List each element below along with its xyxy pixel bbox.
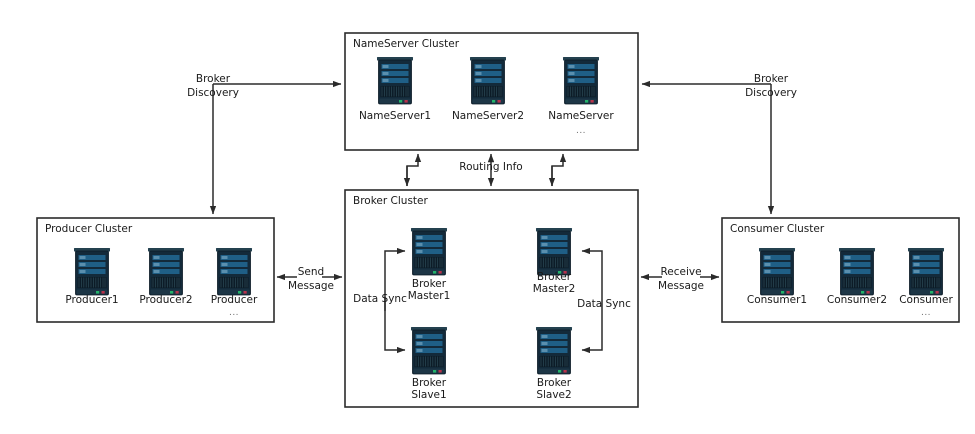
data-sync-left-branch-master — [384, 247, 406, 311]
node-producer2-label: Producer2 — [139, 294, 192, 306]
data-sync-left-label: Data Sync — [353, 293, 407, 305]
send-message-label-line2: Message — [288, 280, 334, 292]
node-nameserver1-label: NameServer1 — [359, 110, 431, 122]
node-broker-master2-label-line2: Master2 — [533, 283, 576, 295]
broker-cluster-title: Broker Cluster — [353, 195, 428, 207]
node-nameserver1-icon[interactable] — [376, 56, 414, 105]
connection-receive-message[interactable]: Receive Message — [640, 266, 720, 292]
broker-discovery-left-label-line1: Broker — [196, 73, 231, 85]
node-broker-master1-label-line2: Master1 — [408, 290, 451, 302]
node-broker-master1-label-line1: Broker — [412, 278, 447, 290]
routing-info-label: Routing Info — [459, 161, 522, 173]
data-sync-right-label: Data Sync — [577, 298, 631, 310]
node-producer-n-ellipsis: ... — [229, 308, 239, 318]
cluster-consumer[interactable]: Consumer Cluster Consumer1 Consumer2 Con… — [721, 217, 960, 323]
node-broker-slave1-label-line2: Slave1 — [411, 389, 446, 401]
send-message-label-line1: Send — [298, 266, 324, 278]
connection-broker-discovery-left[interactable]: Broker Discovery — [187, 73, 342, 215]
broker-cluster-box[interactable] — [344, 189, 639, 408]
node-broker-slave1-icon[interactable] — [410, 326, 448, 375]
node-broker-master1-icon[interactable] — [410, 227, 448, 276]
node-producer1-label: Producer1 — [65, 294, 118, 306]
cluster-broker[interactable]: Broker Cluster Broker Master1 Broker Mas… — [344, 189, 639, 408]
cluster-producer[interactable]: Producer Cluster Producer1 Producer2 Pro… — [36, 217, 275, 323]
node-broker-slave2-label-line1: Broker — [537, 377, 572, 389]
node-consumer2-icon[interactable] — [838, 247, 876, 296]
node-producer-n-label: Producer — [211, 294, 258, 306]
connection-data-sync-left[interactable]: Data Sync — [353, 247, 407, 354]
node-broker-master2-icon[interactable] — [535, 227, 573, 276]
node-nameserver2-icon[interactable] — [469, 56, 507, 105]
connection-send-message[interactable]: Send Message — [276, 266, 343, 292]
broker-discovery-right-label-line2: Discovery — [745, 87, 797, 99]
node-consumer-n-icon[interactable] — [907, 247, 945, 296]
data-sync-right-branch-master — [581, 247, 603, 303]
routing-info-left-elbow-up — [406, 153, 422, 186]
node-consumer-n-ellipsis: ... — [921, 308, 931, 318]
node-consumer1-label: Consumer1 — [747, 294, 807, 306]
cluster-nameserver[interactable]: NameServer Cluster NameServer1 NameServe… — [344, 32, 639, 151]
data-sync-left-branch-slave — [384, 297, 406, 354]
node-nameserver-n-label: NameServer — [548, 110, 614, 122]
connection-data-sync-right[interactable]: Data Sync — [577, 247, 631, 354]
node-consumer1-icon[interactable] — [758, 247, 796, 296]
node-broker-slave1-label-line1: Broker — [412, 377, 447, 389]
broker-discovery-left-label-line2: Discovery — [187, 87, 239, 99]
producer-cluster-title: Producer Cluster — [45, 223, 133, 235]
consumer-cluster-title: Consumer Cluster — [730, 223, 825, 235]
node-producer2-icon[interactable] — [147, 247, 185, 296]
node-broker-slave2-label-line2: Slave2 — [536, 389, 571, 401]
receive-message-label-line2: Message — [658, 280, 704, 292]
nameserver-cluster-title: NameServer Cluster — [353, 38, 460, 50]
node-nameserver-n-icon[interactable] — [562, 56, 600, 105]
receive-message-label-line1: Receive — [660, 266, 701, 278]
node-nameserver2-label: NameServer2 — [452, 110, 524, 122]
data-sync-right-branch-slave — [581, 303, 603, 354]
node-broker-slave2-icon[interactable] — [535, 326, 573, 375]
node-nameserver-n-ellipsis: ... — [576, 126, 586, 136]
node-consumer2-label: Consumer2 — [827, 294, 887, 306]
connection-broker-discovery-right[interactable]: Broker Discovery — [641, 73, 797, 215]
node-producer-n-icon[interactable] — [215, 247, 253, 296]
node-producer1-icon[interactable] — [73, 247, 111, 296]
connection-routing-info[interactable]: Routing Info — [403, 153, 567, 187]
node-broker-master2-label-line1: Broker — [537, 271, 572, 283]
node-consumer-n-label: Consumer — [899, 294, 953, 306]
routing-info-right-elbow-up — [551, 153, 567, 186]
broker-discovery-right-label-line1: Broker — [754, 73, 789, 85]
